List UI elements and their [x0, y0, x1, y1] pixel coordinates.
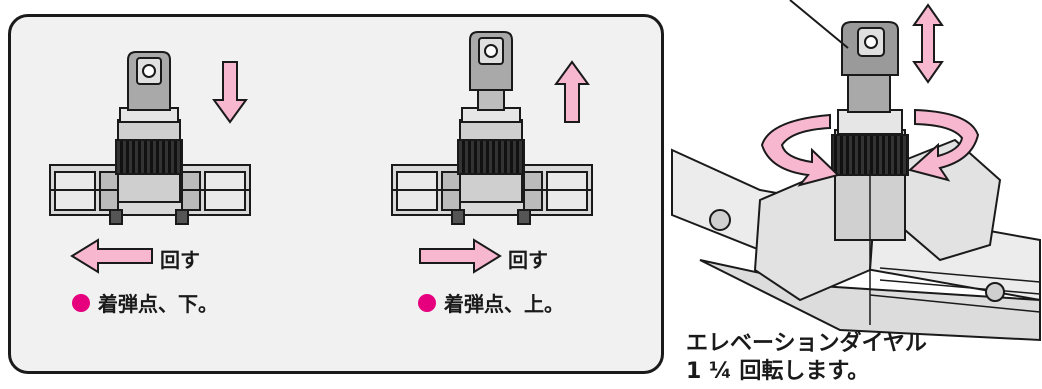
bullet-dot-icon	[72, 293, 90, 312]
sight-lowered-illustration	[49, 51, 251, 225]
arrow-down-icon	[212, 61, 248, 124]
bullet-dot-icon	[418, 293, 436, 312]
closeup-illustration	[671, 0, 1041, 342]
callout-line-1: エレベーションダイヤル	[686, 331, 927, 356]
rotate-label-left: 回す	[160, 248, 200, 272]
sight-raised-illustration	[391, 31, 593, 225]
callout-line-2: 1 ¼ 回転します。	[686, 359, 870, 384]
rotate-left-arrow-icon	[760, 113, 840, 187]
effect-lower-text: 着弾点、下。	[98, 292, 218, 316]
arrow-up-icon	[554, 60, 590, 123]
effect-lower: 着弾点、下。	[72, 288, 218, 317]
effect-raise-text: 着弾点、上。	[444, 292, 564, 316]
elevation-dial-callout: エレベーションダイヤル 1 ¼ 回転します。	[686, 330, 927, 386]
effect-raise: 着弾点、上。	[418, 288, 564, 317]
rotate-right-arrow-icon	[907, 108, 980, 182]
rotate-label-right: 回す	[508, 248, 548, 272]
arrow-right-icon	[419, 238, 502, 274]
arrow-left-icon	[70, 238, 153, 274]
arrow-vertical-double-icon	[912, 3, 944, 84]
